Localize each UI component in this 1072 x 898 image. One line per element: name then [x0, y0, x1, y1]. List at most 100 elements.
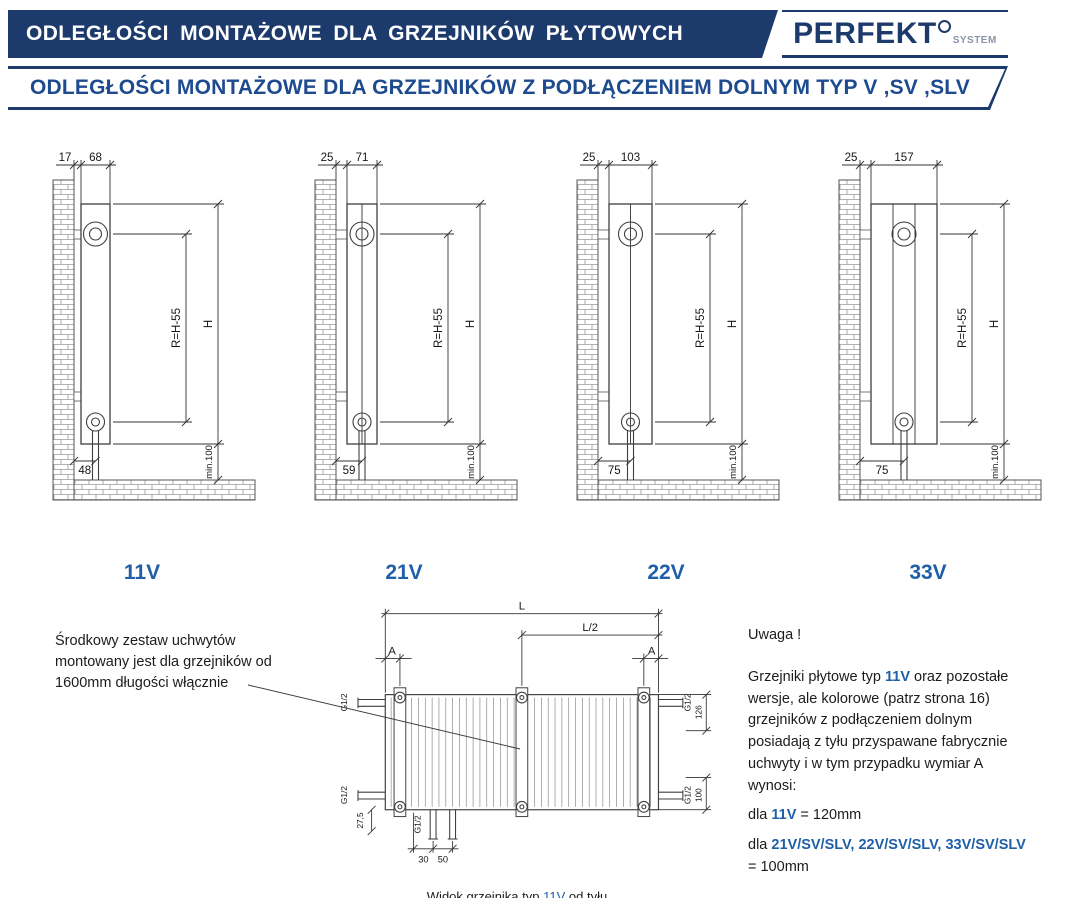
floor	[335, 479, 518, 501]
floor	[859, 479, 1042, 501]
floor	[597, 479, 780, 501]
brand-sub: SYSTEM	[952, 35, 997, 46]
dim-label: 30	[418, 854, 428, 864]
bracket-top	[597, 229, 610, 240]
notice-p2-post: = 120mm	[796, 807, 862, 824]
radiator-panel	[870, 203, 938, 445]
valve	[894, 412, 914, 432]
dim-label: min.100	[728, 445, 739, 479]
notice-p2-pre: dla	[748, 807, 772, 824]
dim-label: 103	[621, 152, 640, 164]
dim-label: 75	[876, 465, 889, 477]
air-vent	[617, 221, 644, 247]
dim-label: 68	[89, 152, 102, 164]
brand-circle-icon	[937, 20, 951, 33]
page-root: ODLEGŁOŚCI MONTAŻOWE DLA GRZEJNIKÓW PŁYT…	[0, 10, 1072, 898]
header-title-bar: ODLEGŁOŚCI MONTAŻOWE DLA GRZEJNIKÓW PŁYT…	[8, 10, 778, 58]
mounting-bracket	[515, 687, 529, 818]
subheader-inner	[8, 69, 1005, 107]
dim-label: R=H-55	[957, 308, 969, 348]
notice: Uwaga ! Grzejniki płytowe typ 11V oraz p…	[732, 597, 1072, 898]
bracket-top	[335, 229, 348, 240]
air-vent	[349, 221, 375, 247]
dim-label: 25	[845, 152, 858, 164]
notice-line-11v: dla 11V = 120mm	[748, 805, 1026, 827]
caption-suffix: od tyłu	[565, 889, 608, 898]
air-vent	[891, 221, 917, 247]
dim-label: H	[727, 320, 739, 328]
valve	[620, 412, 641, 432]
dim-label: 71	[356, 152, 369, 164]
air-vent	[82, 221, 109, 247]
mounting-bracket	[637, 687, 651, 818]
notice-p1-post: oraz pozostałe wersje, ale kolorowe (pat…	[748, 668, 1009, 794]
brand-logo: PERFEKT SYSTEM	[782, 10, 1008, 58]
diagram-type-label: 11V	[123, 561, 161, 584]
bracket-top	[859, 229, 872, 240]
dim-label: 59	[343, 465, 356, 477]
back-view-caption: Widok grzejnika typ 11V od tyłu	[427, 889, 607, 898]
diagram-type-label: 21V	[385, 561, 423, 584]
dim-label: R=H-55	[433, 308, 445, 348]
dim-label: min.100	[466, 445, 477, 479]
dim-label: G1/2	[683, 786, 693, 804]
notice-p1-type: 11V	[885, 668, 910, 685]
caption-prefix: Widok grzejnika typ	[426, 889, 544, 898]
diagram-type-label: 22V	[647, 561, 685, 584]
bracket-bottom	[335, 391, 348, 402]
dim-label: G1/2	[339, 693, 349, 711]
subheader: ODLEGŁOŚCI MONTAŻOWE DLA GRZEJNIKÓW Z PO…	[8, 66, 1008, 110]
dim-label: L	[519, 601, 525, 613]
notice-line-others: dla 21V/SV/SLV, 22V/SV/SLV, 33V/SV/SLV =…	[748, 835, 1026, 879]
brand-name: PERFEKT	[793, 16, 937, 50]
diagram-type-label: 33V	[909, 561, 947, 584]
notice-title: Uwaga !	[748, 627, 802, 643]
install-note: Środkowy zestaw uchwytów montowany jest …	[55, 633, 272, 692]
dim-label: R=H-55	[695, 308, 707, 348]
wall	[314, 179, 337, 501]
dim-label: H	[989, 320, 1001, 328]
bottom-section: Środkowy zestaw uchwytów montowany jest …	[0, 597, 1072, 898]
bracket-bottom	[859, 391, 872, 402]
dim-label: 25	[583, 152, 596, 164]
valve	[85, 412, 106, 432]
notice-p3-post: = 100mm	[748, 858, 809, 875]
dim-label: G1/2	[412, 815, 422, 833]
dim-label: H	[465, 320, 477, 328]
dim-label: min.100	[204, 445, 215, 479]
bracket-bottom	[597, 391, 610, 402]
floor	[73, 479, 256, 501]
dim-label: L/2	[582, 622, 598, 634]
mounting-bracket	[393, 687, 407, 818]
dim-label: 25	[321, 152, 334, 164]
dim-label: G1/2	[339, 786, 349, 804]
dim-label: 75	[608, 465, 621, 477]
notice-p1-pre: Grzejniki płytowe typ	[748, 668, 885, 685]
wall	[576, 179, 599, 501]
dim-label: 48	[78, 465, 91, 477]
dim-label: G1/2	[683, 693, 693, 711]
top-header: ODLEGŁOŚCI MONTAŻOWE DLA GRZEJNIKÓW PŁYT…	[8, 10, 1008, 58]
dim-label: 27,5	[355, 812, 365, 829]
caption-type: 11V	[543, 889, 566, 898]
subheader-title: ODLEGŁOŚCI MONTAŻOWE DLA GRZEJNIKÓW Z PO…	[30, 76, 970, 99]
dim-label: 100	[693, 788, 703, 802]
wall	[52, 179, 75, 501]
bracket-bottom	[73, 391, 82, 402]
dim-label: min.100	[990, 445, 1001, 479]
dim-label: 126	[693, 705, 703, 719]
